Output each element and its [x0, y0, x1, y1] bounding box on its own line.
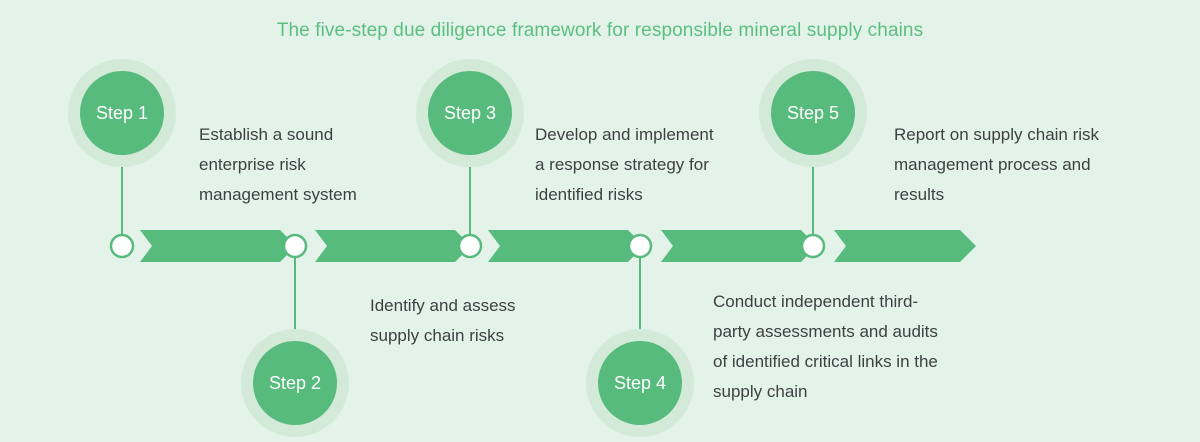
step-circle-4[interactable]: Step 4	[586, 329, 694, 437]
step-disc-2: Step 2	[253, 341, 337, 425]
connector-stems	[121, 160, 814, 338]
step-disc-3: Step 3	[428, 71, 512, 155]
step-label-3: Step 3	[443, 102, 497, 123]
chevron-5	[834, 230, 976, 262]
step-description-3: Develop and implement a response strateg…	[535, 120, 714, 210]
step-description-4-line-3: of identified critical links in the	[713, 352, 938, 371]
step-description-2: Identify and assess supply chain risks	[370, 291, 516, 351]
step-disc-4: Step 4	[598, 341, 682, 425]
step-description-1-line-1: Establish a sound	[199, 125, 334, 144]
step-description-1: Establish a sound enterprise risk manage…	[199, 120, 357, 210]
chevron-4	[661, 230, 817, 262]
step-description-2-line-1: Identify and assess	[370, 296, 516, 315]
step-label-4: Step 4	[613, 372, 667, 393]
chevron-2	[315, 230, 471, 262]
chevron-3	[488, 230, 644, 262]
step-description-3-line-2: a response strategy for	[535, 155, 709, 174]
chevron-arrows	[140, 230, 976, 262]
step-description-4: Conduct independent third- party assessm…	[713, 287, 938, 407]
step-circle-2[interactable]: Step 2	[241, 329, 349, 437]
step-description-5: Report on supply chain risk management p…	[894, 120, 1099, 210]
step-description-5-line-1: Report on supply chain risk	[894, 125, 1100, 144]
step-label-5: Step 5	[786, 102, 840, 123]
marker-step-1	[109, 233, 135, 259]
marker-step-2	[282, 233, 308, 259]
step-description-4-line-2: party assessments and audits	[713, 322, 938, 341]
marker-step-3	[457, 233, 483, 259]
step-description-2-line-2: supply chain risks	[370, 326, 505, 345]
step-circle-5[interactable]: Step 5	[759, 59, 867, 167]
step-description-4-line-1: Conduct independent third-	[713, 292, 919, 311]
step-description-1-line-2: enterprise risk	[199, 155, 306, 174]
timeline-markers	[109, 233, 826, 259]
chevron-1	[140, 230, 296, 262]
step-disc-5: Step 5	[771, 71, 855, 155]
marker-step-4	[627, 233, 653, 259]
step-label-2: Step 2	[268, 372, 322, 393]
step-description-1-line-3: management system	[199, 185, 357, 204]
step-description-5-line-2: management process and	[894, 155, 1091, 174]
step-circle-1[interactable]: Step 1	[68, 59, 176, 167]
step-circle-3[interactable]: Step 3	[416, 59, 524, 167]
marker-step-5	[800, 233, 826, 259]
step-description-3-line-3: identified risks	[535, 185, 643, 204]
step-description-3-line-1: Develop and implement	[535, 125, 714, 144]
step-description-4-line-4: supply chain	[713, 382, 808, 401]
step-label-1: Step 1	[95, 102, 149, 123]
step-disc-1: Step 1	[80, 71, 164, 155]
page-title: The five-step due diligence framework fo…	[276, 20, 924, 41]
step-description-5-line-3: results	[894, 185, 945, 204]
